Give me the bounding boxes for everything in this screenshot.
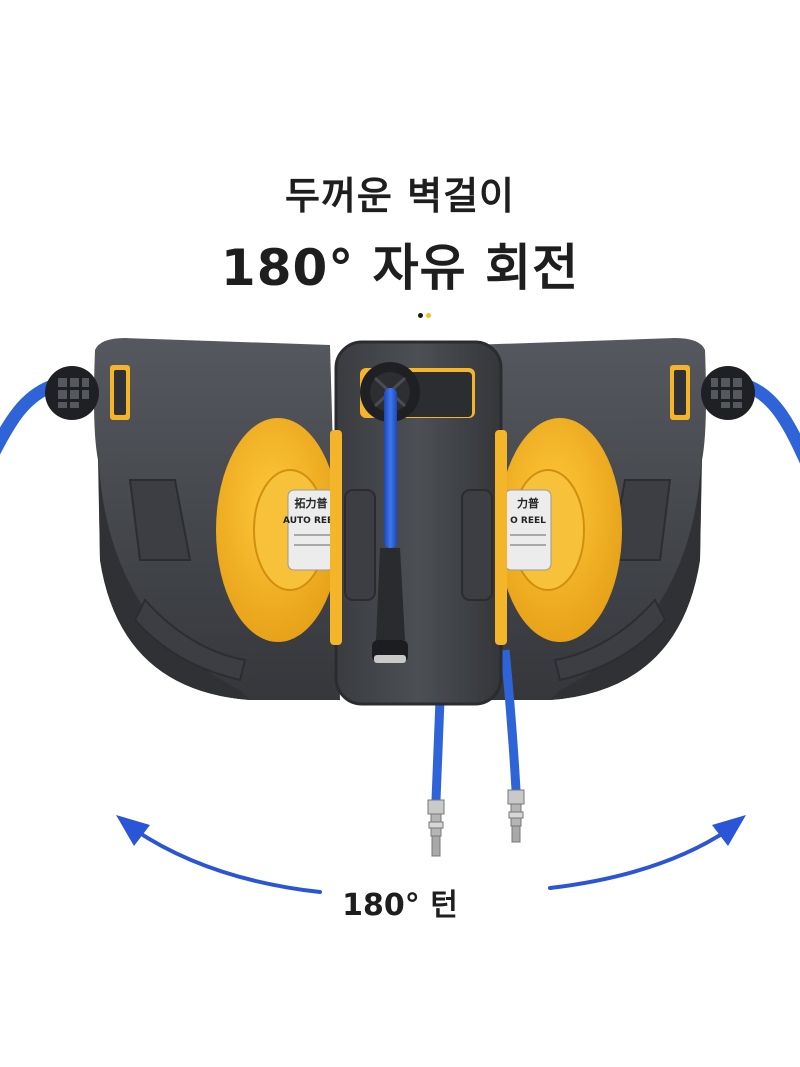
right-hanging-hose: [500, 649, 521, 791]
left-quick-coupler: [427, 799, 445, 857]
right-reel-brand: 力普: [517, 496, 539, 510]
right-quick-coupler: [507, 789, 525, 843]
headline-line1: 두꺼운 벽걸이: [285, 174, 515, 218]
curved-arrow-left-icon: [133, 828, 322, 894]
pager-dot-2: [426, 313, 431, 318]
pager-dot-1: [418, 313, 423, 318]
left-hanging-hose: [431, 699, 445, 801]
left-reel-model: AUTO REEL: [283, 516, 339, 526]
curved-arrow-right-icon: [548, 828, 730, 890]
left-reel-unit: 拓力普 AUTO REEL: [45, 338, 340, 700]
left-reel-brand: 拓力普: [295, 496, 328, 510]
right-reel-model: O REEL: [510, 516, 546, 526]
rotation-caption: 180° 턴: [342, 888, 458, 923]
center-hose: [384, 388, 397, 548]
center-reel-unit: [330, 340, 507, 706]
headline-line2: 180° 자유 회전: [220, 239, 580, 297]
right-reel-unit: 力普 O REEL: [460, 338, 755, 700]
